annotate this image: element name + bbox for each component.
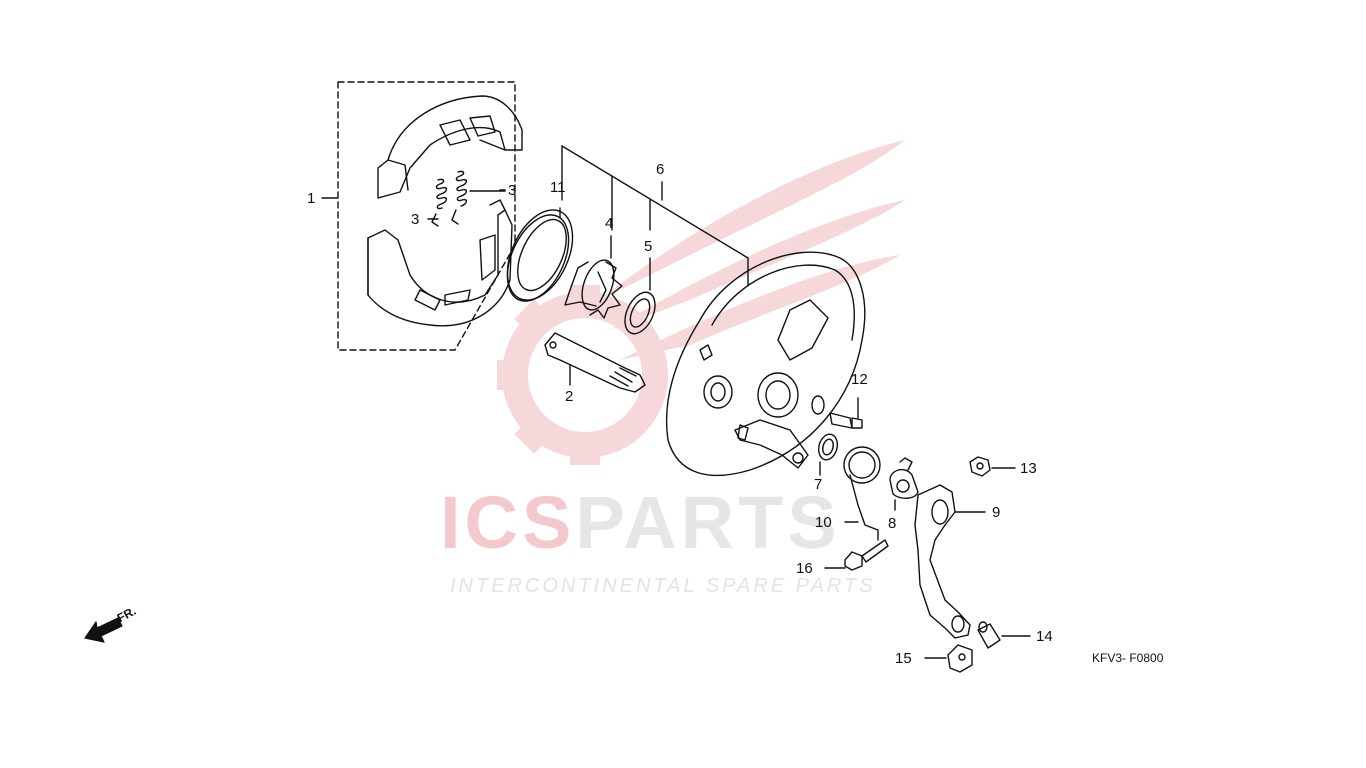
callout-13: 13 [1020, 460, 1037, 477]
watermark-brand-right: PARTS [575, 481, 841, 564]
brake-shoe-upper [377, 95, 523, 199]
watermark-tagline: INTERCONTINENTAL SPARE PARTS [450, 575, 876, 597]
indicator-plate [889, 457, 919, 511]
brake-shoe-lower [367, 199, 513, 327]
callout-3-lower: 3 [411, 211, 420, 228]
felt-seal [817, 433, 839, 476]
spring-b [451, 170, 468, 225]
callout-3-upper: 3 [508, 182, 517, 199]
return-spring [843, 446, 881, 541]
callout-12: 12 [851, 371, 868, 388]
joint-pin [977, 621, 1031, 649]
callout-7: 7 [814, 476, 823, 493]
diagram-code: KFV3- F0800 [1092, 651, 1164, 665]
callout-8: 8 [888, 515, 897, 532]
callout-4: 4 [605, 215, 614, 232]
nut-13 [969, 456, 1016, 477]
watermark-brand-left: ICS [440, 481, 576, 564]
callout-14: 14 [1036, 628, 1053, 645]
watermark-brand: ICSPARTS [440, 480, 841, 565]
washer [624, 291, 656, 335]
callout-10: 10 [815, 514, 832, 531]
callout-2: 2 [565, 388, 574, 405]
nut-15 [924, 644, 973, 673]
brake-arm [914, 484, 986, 639]
spring-a [431, 178, 448, 227]
brake-camshaft [544, 332, 646, 393]
indicator-gear [564, 259, 623, 319]
arrow-front-icon [84, 617, 123, 643]
callout-9: 9 [992, 504, 1001, 521]
bolt-16 [824, 539, 889, 571]
callout-6: 6 [656, 161, 665, 178]
callout-16: 16 [796, 560, 813, 577]
brake-shoe-group-box [337, 81, 516, 351]
bolt-12 [829, 397, 863, 429]
callout-11: 11 [550, 179, 566, 196]
callout-1: 1 [307, 190, 316, 207]
callout-5: 5 [644, 238, 653, 255]
brake-panel [665, 251, 866, 477]
leader-bracket-6 [561, 145, 749, 286]
callout-15: 15 [895, 650, 912, 667]
